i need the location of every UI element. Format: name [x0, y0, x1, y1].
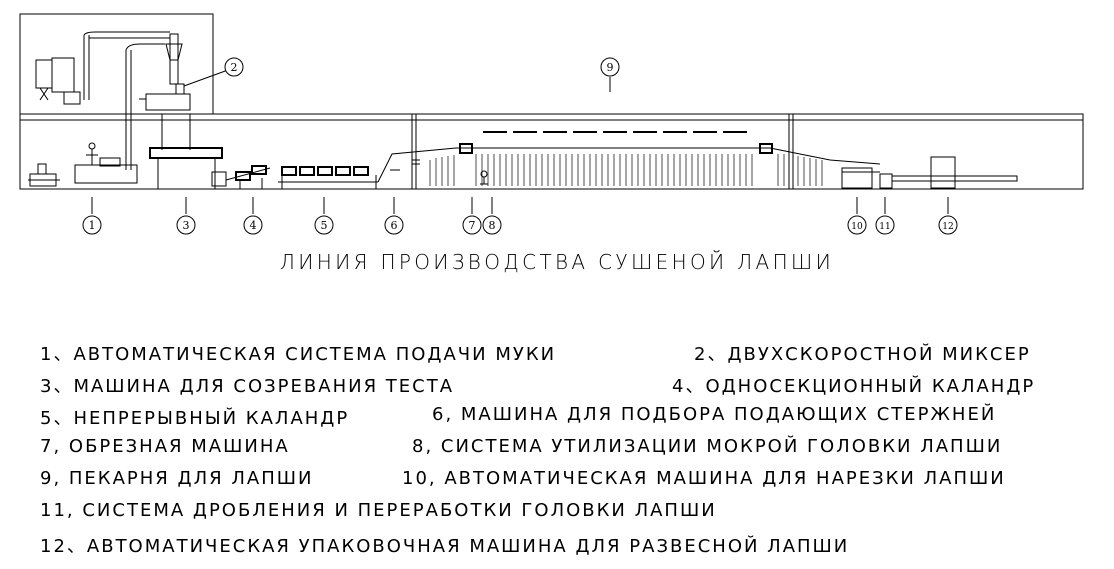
marker-label: 9 — [607, 61, 614, 74]
dough-aging-machine — [149, 147, 223, 189]
marker-label: 11 — [879, 222, 890, 232]
marker-label: 10 — [851, 222, 863, 232]
flour-feeding-system — [28, 31, 170, 187]
marker-label: 3 — [183, 219, 190, 232]
legend-item-7: 7, ОБРЕЗНАЯ МАШИНА — [40, 436, 290, 457]
marker-9: 9 — [600, 57, 620, 77]
legend-item-9: 9, ПЕКАРНЯ ДЛЯ ЛАПШИ — [40, 468, 314, 489]
noodle-head-crushing — [879, 173, 893, 189]
legend-item-4: 4、ОДНОСЕКЦИОННЫЙ КАЛАНДР — [672, 376, 1036, 397]
marker-label: 4 — [250, 219, 257, 232]
legend-item-1: 1、АВТОМАТИЧЕСКАЯ СИСТЕМА ПОДАЧИ МУКИ — [40, 344, 557, 365]
building-outline — [19, 13, 1084, 190]
continuous-calender — [278, 166, 378, 189]
double-speed-mixer — [139, 33, 229, 150]
marker-4: 4 — [243, 215, 263, 235]
single-section-calender — [211, 165, 271, 189]
legend-item-5: 5、НЕПРЕРЫВНЫЙ КАЛАНДР — [40, 408, 350, 429]
legend-item-11: 11, СИСТЕМА ДРОБЛЕНИЯ И ПЕРЕРАБОТКИ ГОЛО… — [40, 500, 717, 521]
marker-2: 2 — [224, 57, 244, 77]
marker-6: 6 — [384, 215, 404, 235]
production-line-drawing: 1 2 3 4 5 6 7 8 9 10 11 12 — [19, 13, 1084, 235]
marker-11: 11 — [875, 215, 895, 235]
legend-item-12: 12、АВТОМАТИЧЕСКАЯ УПАКОВОЧНАЯ МАШИНА ДЛЯ… — [40, 536, 850, 557]
marker-label: 8 — [489, 219, 496, 232]
marker-label: 6 — [391, 219, 398, 232]
marker-1: 1 — [82, 215, 102, 235]
legend-item-8: 8, СИСТЕМА УТИЛИЗАЦИИ МОКРОЙ ГОЛОВКИ ЛАП… — [412, 436, 1003, 457]
rod-feeding-machine — [377, 147, 457, 183]
marker-label: 1 — [89, 219, 96, 232]
page-title: ЛИНИЯ ПРОИЗВОДСТВА СУШЕНОЙ ЛАПШИ — [279, 250, 835, 274]
marker-label: 7 — [469, 219, 476, 232]
noodle-drying-room — [412, 131, 881, 186]
packing-machine — [892, 156, 1018, 189]
noodle-cutting-machine — [841, 167, 880, 189]
marker-7: 7 — [462, 215, 482, 235]
marker-10: 10 — [847, 215, 867, 235]
legend-item-3: 3、МАШИНА ДЛЯ СОЗРЕВАНИЯ ТЕСТА — [40, 376, 455, 397]
marker-label: 5 — [321, 219, 328, 232]
legend-item-10: 10, АВТОМАТИЧЕСКАЯ МАШИНА ДЛЯ НАРЕЗКИ ЛА… — [402, 468, 1006, 489]
marker-8: 8 — [482, 215, 502, 235]
marker-label: 2 — [231, 61, 238, 74]
marker-label: 12 — [942, 222, 953, 232]
marker-5: 5 — [314, 215, 334, 235]
marker-3: 3 — [176, 215, 196, 235]
legend-item-2: 2、ДВУХСКОРОСТНОЙ МИКСЕР — [694, 344, 1031, 365]
legend-item-6: 6, МАШИНА ДЛЯ ПОДБОРА ПОДАЮЩИХ СТЕРЖНЕЙ — [432, 404, 997, 425]
marker-12: 12 — [938, 215, 958, 235]
